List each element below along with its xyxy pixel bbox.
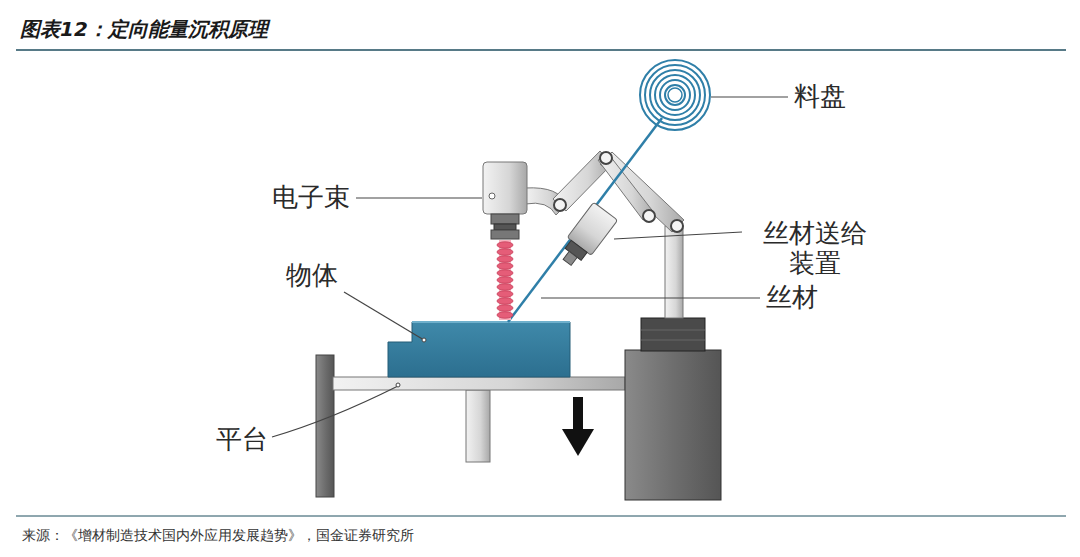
platform-post — [316, 355, 334, 497]
wire-feed-device — [555, 202, 617, 271]
beam-coil — [497, 270, 513, 276]
beam-coil — [497, 284, 513, 290]
wire — [508, 118, 662, 322]
beam-coil — [497, 242, 513, 248]
beam-coil — [497, 298, 513, 304]
part-label: 料盘 — [794, 82, 846, 112]
electron-beam — [497, 240, 513, 320]
spool-ring — [660, 80, 690, 110]
beam-coil — [497, 312, 513, 318]
caption-rule — [16, 516, 1066, 517]
spool — [640, 60, 710, 130]
spool-ring — [645, 65, 705, 125]
part-label: 丝材送给 装置 — [755, 219, 875, 279]
down-arrow — [573, 397, 583, 431]
beam-coil — [497, 277, 513, 283]
leader-dot — [422, 338, 426, 342]
beam-coil — [497, 305, 513, 311]
spool-ring — [640, 60, 710, 130]
spool-ring — [650, 70, 700, 120]
object-shape — [388, 322, 570, 377]
part-label: 电子束 — [272, 183, 350, 213]
beam-coil — [497, 291, 513, 297]
leader-lines — [272, 97, 788, 437]
beam-coil — [497, 256, 513, 262]
beam-coil — [497, 249, 513, 255]
leader-dot — [396, 383, 400, 387]
spool-ring — [665, 85, 685, 105]
source-caption: 来源：《增材制造技术国内外应用发展趋势》，国金证券研究所 — [22, 527, 414, 545]
part-label: 物体 — [286, 261, 338, 291]
part-label: 丝材 — [766, 283, 818, 313]
robot-cap — [641, 318, 705, 351]
down-arrow-head — [562, 429, 594, 456]
title-rule — [16, 49, 1066, 51]
electron-beam-gun — [483, 162, 527, 239]
robot-pole — [665, 226, 683, 318]
platform — [333, 377, 625, 390]
figure-title: 图表12：定向能量沉积原理 — [20, 16, 268, 43]
platform-pillar — [466, 390, 490, 462]
spool-ring — [655, 75, 695, 115]
arm-joints — [554, 152, 683, 232]
beam-coil — [497, 263, 513, 269]
part-label: 平台 — [216, 425, 268, 455]
robot-base — [625, 350, 721, 500]
spool-hub — [668, 88, 682, 102]
